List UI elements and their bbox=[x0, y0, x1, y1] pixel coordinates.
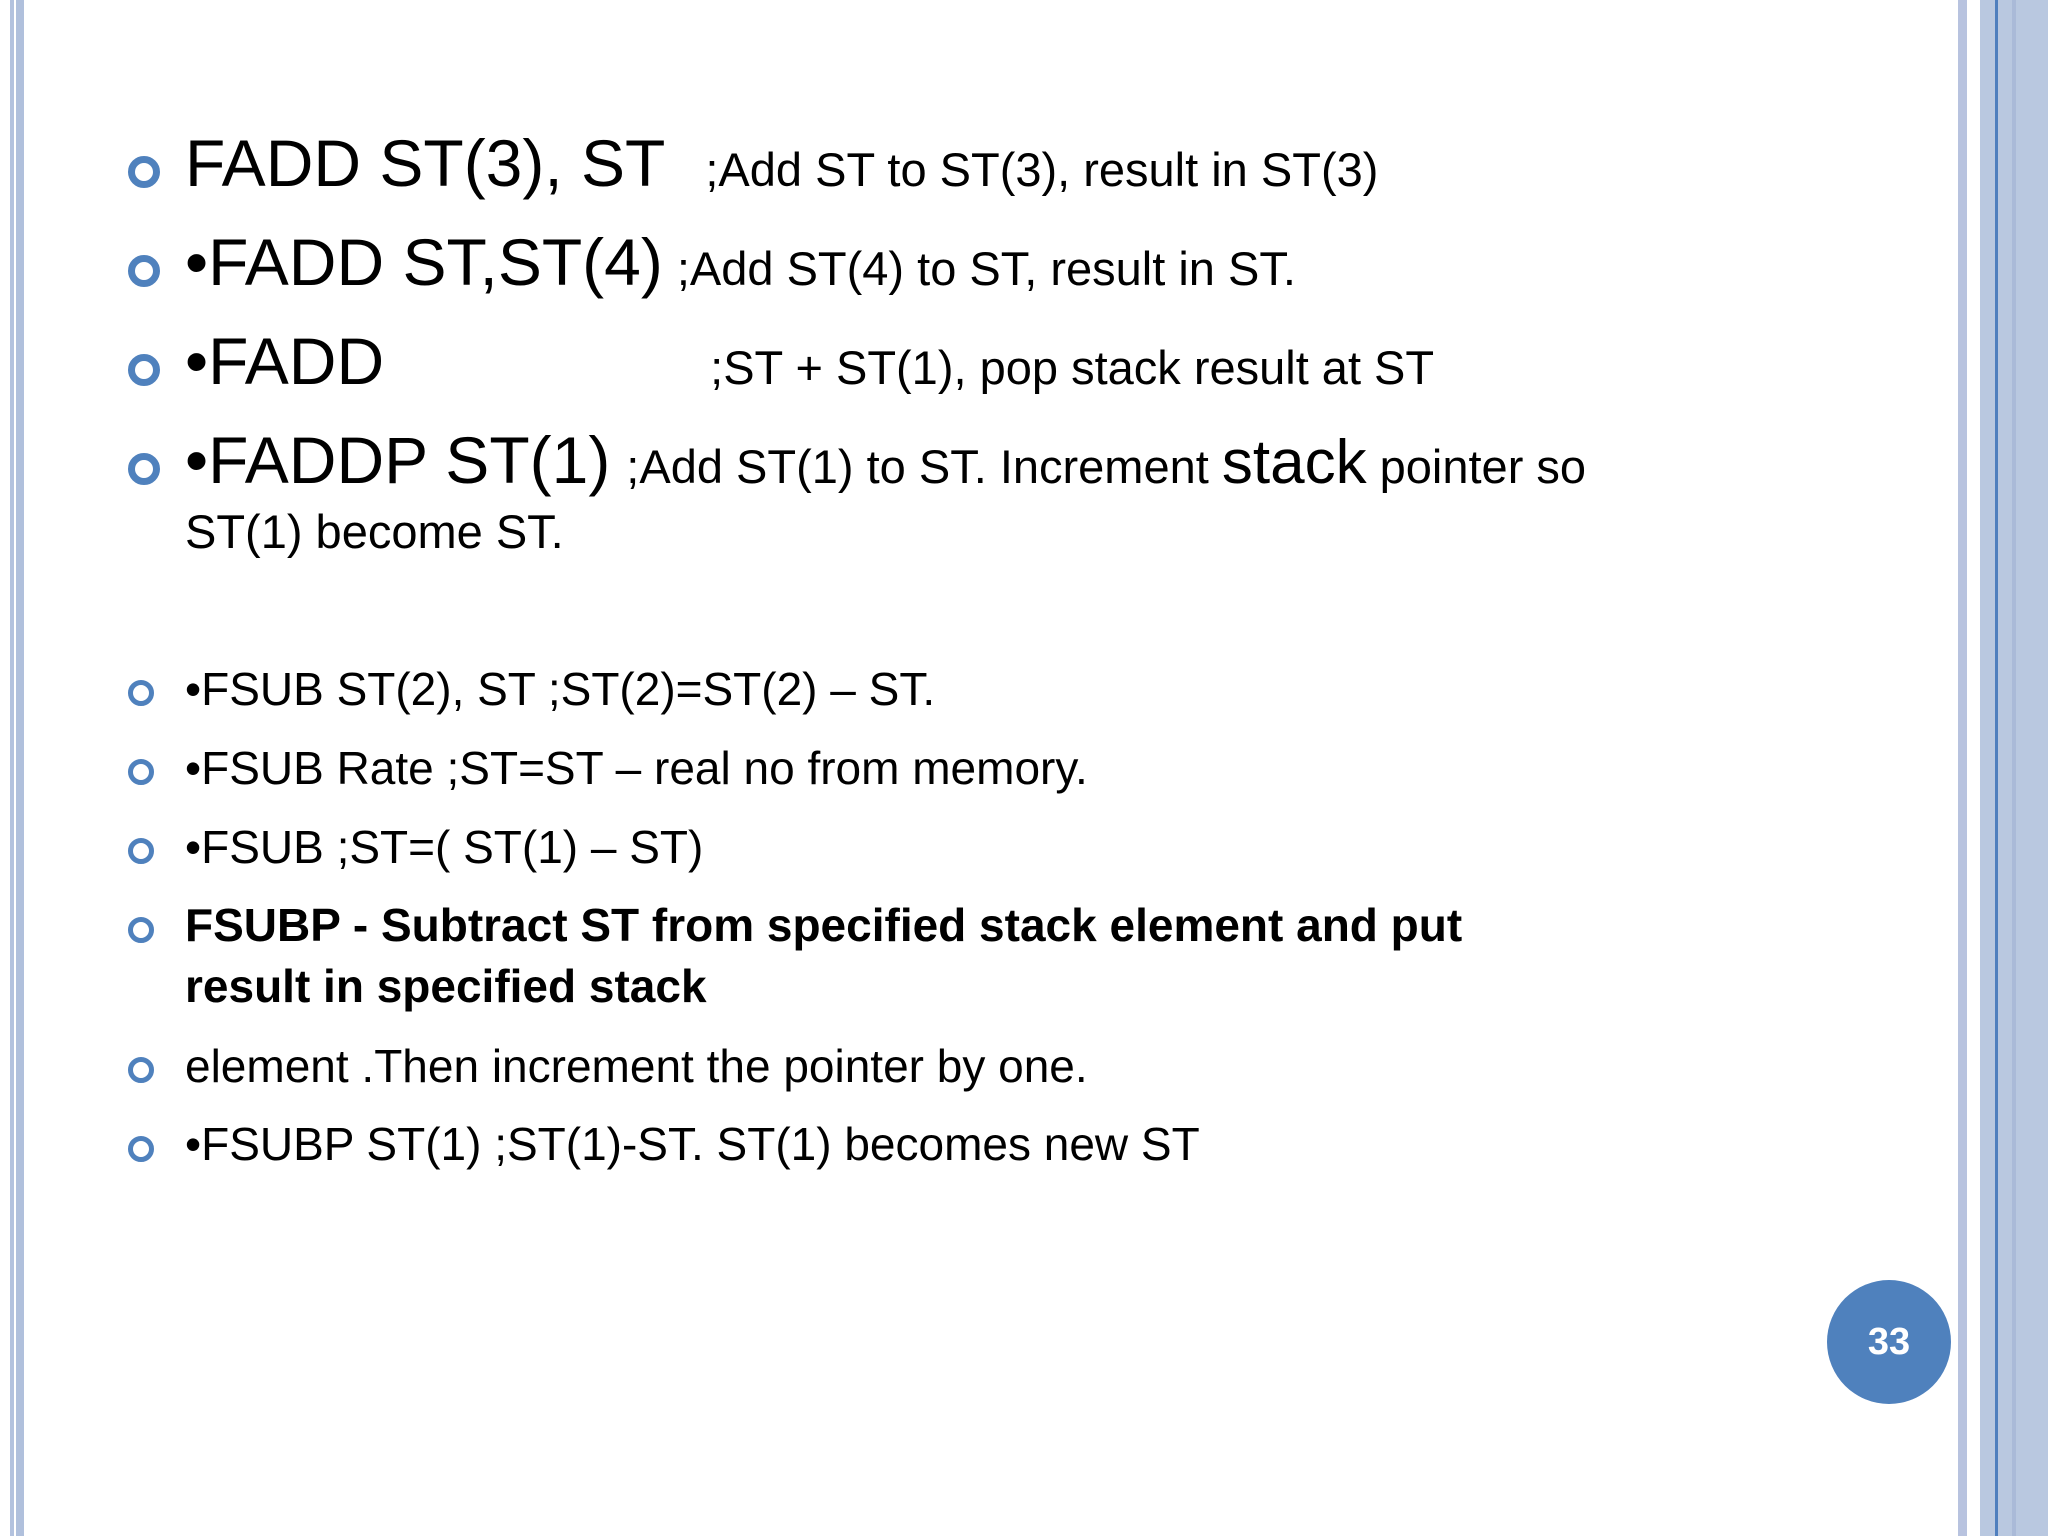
instruction-comment: ;Add ST(4) to ST, result in ST. bbox=[676, 242, 1296, 295]
item-text: •FSUB ;ST=( ST(1) – ST) bbox=[185, 821, 704, 873]
item-line: •FADD ST,ST(4);Add ST(4) to ST, result i… bbox=[185, 225, 1296, 301]
instruction: FADD ST(3), ST bbox=[185, 126, 666, 200]
hollow-circle-bullet-icon bbox=[128, 354, 160, 386]
item-text: •FSUB ST(2), ST ;ST(2)=ST(2) – ST. bbox=[185, 663, 936, 715]
instruction-comment: ;Add ST(1) to ST. Increment bbox=[626, 440, 1222, 493]
instruction-comment: ;ST + ST(1), pop stack result at ST bbox=[710, 341, 1435, 394]
instruction: •FADD ST,ST(4) bbox=[185, 225, 663, 299]
item-text-line2: result in specified stack bbox=[185, 960, 707, 1012]
hollow-circle-bullet-icon bbox=[128, 1136, 154, 1162]
instruction: •FADDP ST(1) bbox=[185, 423, 611, 497]
hollow-circle-bullet-icon bbox=[128, 917, 154, 943]
hollow-circle-bullet-icon bbox=[128, 838, 154, 864]
instruction-comment: ;Add ST to ST(3), result in ST(3) bbox=[705, 143, 1379, 196]
hollow-circle-bullet-icon bbox=[128, 453, 160, 485]
hollow-circle-bullet-icon bbox=[128, 680, 154, 706]
instruction: •FADD bbox=[185, 324, 385, 398]
right-border-line bbox=[1995, 0, 1998, 1536]
hollow-circle-bullet-icon bbox=[128, 1057, 154, 1083]
item-line: •FADDP ST(1);Add ST(1) to ST. Increment … bbox=[185, 423, 1586, 499]
item-line: •FADD ;ST + ST(1), pop stack result at ST bbox=[185, 324, 1434, 400]
right-border-stripe bbox=[1958, 0, 1967, 1536]
item-text: element .Then increment the pointer by o… bbox=[185, 1040, 1088, 1092]
page-number-badge: 33 bbox=[1827, 1280, 1951, 1404]
hollow-circle-bullet-icon bbox=[128, 156, 160, 188]
item-continuation: ST(1) become ST. bbox=[185, 505, 564, 558]
hollow-circle-bullet-icon bbox=[128, 759, 154, 785]
item-text-line1: FSUBP - Subtract ST from specified stack… bbox=[185, 899, 1463, 951]
left-border-stripe bbox=[10, 0, 14, 1536]
hollow-circle-bullet-icon bbox=[128, 255, 160, 287]
left-border-band bbox=[16, 0, 24, 1536]
item-line: FADD ST(3), ST ;Add ST to ST(3), result i… bbox=[185, 126, 1378, 202]
emphasized-word: stack bbox=[1221, 428, 1367, 497]
item-text: •FSUBP ST(1) ;ST(1)-ST. ST(1) becomes ne… bbox=[185, 1118, 1200, 1170]
right-border-stripe-inner bbox=[2012, 0, 2016, 1536]
instruction-comment-tail: pointer so bbox=[1366, 440, 1587, 493]
item-text: •FSUB Rate ;ST=ST – real no from memory. bbox=[185, 742, 1088, 794]
